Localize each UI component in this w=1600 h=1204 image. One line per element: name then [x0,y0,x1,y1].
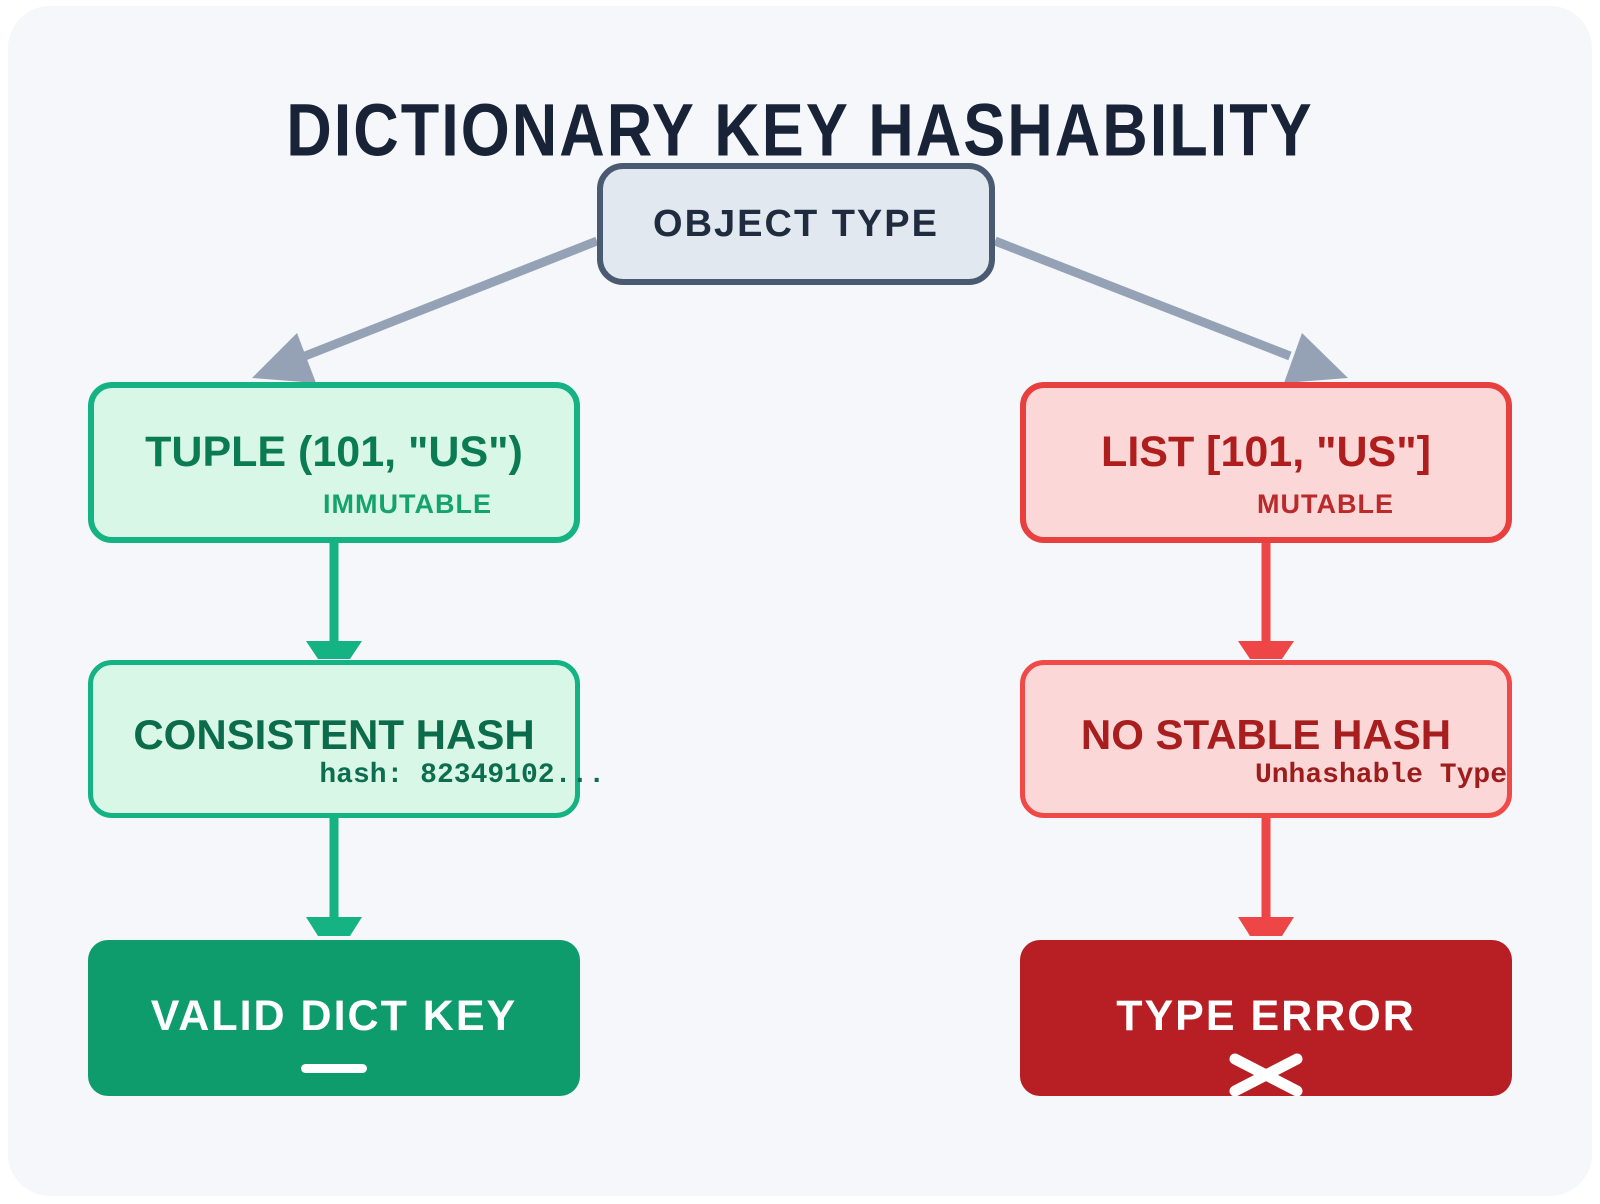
edge-object-to-tuple [252,236,599,383]
edge-line [303,236,599,361]
arrowhead-icon [306,641,362,659]
edge-list-to-hash [1238,535,1294,659]
edge-line [1261,535,1271,643]
edge-line [993,236,1292,361]
arrowhead-icon [1238,917,1294,936]
node-label: TYPE ERROR [1116,992,1416,1040]
node-sublabel: IMMUTABLE [323,489,492,519]
arrowhead-icon [306,917,362,936]
arrowhead-icon [1238,641,1294,659]
unhashable-type-text: Unhashable Type [1254,760,1507,791]
node-label: NO STABLE HASH [1080,711,1452,758]
edge-line [329,815,339,921]
node-type-error: TYPE ERROR [1020,940,1512,1097]
node-list: LIST [101, "US"] MUTABLE [1020,382,1512,543]
node-label: VALID DICT KEY [150,992,518,1040]
valid-dash-icon [301,1064,367,1073]
error-cross-icon [1229,1053,1303,1097]
edge-hash-to-error [1238,815,1294,936]
arrowhead-icon [252,333,316,383]
node-object-type: OBJECT TYPE [597,163,995,285]
node-label: OBJECT TYPE [653,202,939,245]
diagram-title: DICTIONARY KEY HASHABILITY [286,89,1314,172]
node-valid-dict-key: VALID DICT KEY [88,940,580,1096]
edge-line [1261,815,1271,921]
node-no-stable-hash: NO STABLE HASH Unhashable Type [1020,660,1512,818]
node-consistent-hash: CONSISTENT HASH hash: 82349102... [88,660,605,818]
node-label: CONSISTENT HASH [133,711,535,758]
edge-object-to-list [993,236,1348,383]
edge-line [329,535,339,643]
node-label: LIST [101, "US"] [1101,428,1431,476]
arrowhead-icon [1284,333,1348,383]
node-sublabel: MUTABLE [1257,489,1394,519]
edge-hash-to-valid [306,815,362,936]
edge-tuple-to-hash [306,535,362,659]
node-label: TUPLE (101, "US") [145,428,523,476]
hash-value-text: hash: 82349102... [319,760,605,791]
node-tuple: TUPLE (101, "US") IMMUTABLE [88,382,580,543]
